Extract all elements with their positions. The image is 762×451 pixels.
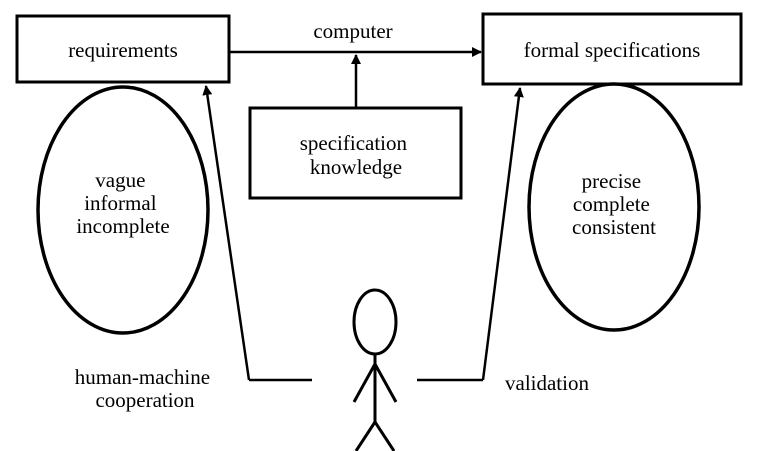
- property-incomplete: incomplete: [76, 214, 169, 238]
- property-precise: precise: [582, 169, 641, 193]
- validation-label: validation: [505, 371, 589, 395]
- human-left-arm: [352, 363, 377, 403]
- specifications-properties-ellipse: [527, 82, 701, 332]
- requirements-label: requirements: [68, 38, 178, 62]
- requirements-properties-ellipse: [36, 85, 210, 335]
- requirements-properties-text: vague informal incomplete: [76, 168, 169, 238]
- specification-knowledge-line-1: specification: [300, 131, 408, 155]
- human-right-arm: [373, 363, 398, 403]
- specification-knowledge-label: specification knowledge: [300, 131, 413, 179]
- cooperation-arrow: [202, 85, 251, 381]
- cooperation-line-1: human-machine: [75, 365, 210, 389]
- property-complete: complete: [573, 192, 650, 216]
- property-informal: informal: [84, 191, 156, 215]
- validation-arrow: [481, 87, 524, 381]
- human-left-leg: [354, 421, 377, 451]
- human-right-leg: [373, 421, 396, 451]
- human-figure: [352, 288, 398, 451]
- property-vague: vague: [95, 168, 145, 192]
- property-consistent: consistent: [572, 215, 656, 239]
- formal-specifications-label: formal specifications: [524, 38, 701, 62]
- requirements-box: [15, 14, 231, 84]
- human-machine-cooperation-label: human-machine cooperation: [75, 365, 216, 412]
- specifications-properties-text: precise complete consistent: [572, 169, 656, 239]
- cooperation-line-2: cooperation: [95, 388, 195, 412]
- formal-specifications-box: [481, 12, 743, 86]
- human-head: [352, 288, 398, 356]
- specification-knowledge-line-2: knowledge: [310, 155, 402, 179]
- computer-label: computer: [313, 19, 392, 43]
